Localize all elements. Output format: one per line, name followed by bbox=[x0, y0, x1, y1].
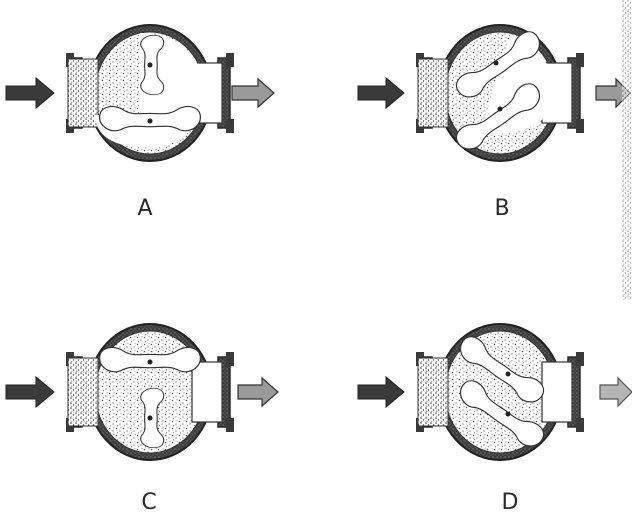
outlet-arrow-icon bbox=[231, 77, 275, 109]
panel-c bbox=[0, 290, 300, 519]
rotor-vertical bbox=[140, 34, 165, 96]
panel-label-b: B bbox=[494, 196, 510, 221]
panel-label-c: C bbox=[141, 490, 157, 515]
inlet-arrow-icon bbox=[5, 76, 55, 110]
rotor-upper bbox=[454, 331, 549, 409]
panel-a bbox=[0, 0, 300, 230]
inlet-arrow-icon bbox=[357, 76, 405, 110]
outlet-arrow-icon bbox=[237, 376, 279, 408]
panel-b bbox=[350, 0, 632, 230]
rotor-lower bbox=[451, 78, 546, 156]
rotor-upper bbox=[451, 26, 546, 104]
rotor-horizontal bbox=[98, 346, 202, 373]
rotor-vertical bbox=[140, 387, 165, 449]
panel-d bbox=[350, 290, 632, 519]
rotor-horizontal bbox=[98, 105, 202, 132]
inlet-arrow-icon bbox=[357, 375, 405, 409]
inlet-arrow-icon bbox=[5, 375, 55, 409]
panel-label-d: D bbox=[501, 490, 519, 515]
panel-label-a: A bbox=[137, 196, 153, 221]
page-edge-texture bbox=[622, 0, 632, 300]
rotor-lower bbox=[454, 375, 549, 453]
outlet-arrow-icon bbox=[599, 376, 632, 408]
